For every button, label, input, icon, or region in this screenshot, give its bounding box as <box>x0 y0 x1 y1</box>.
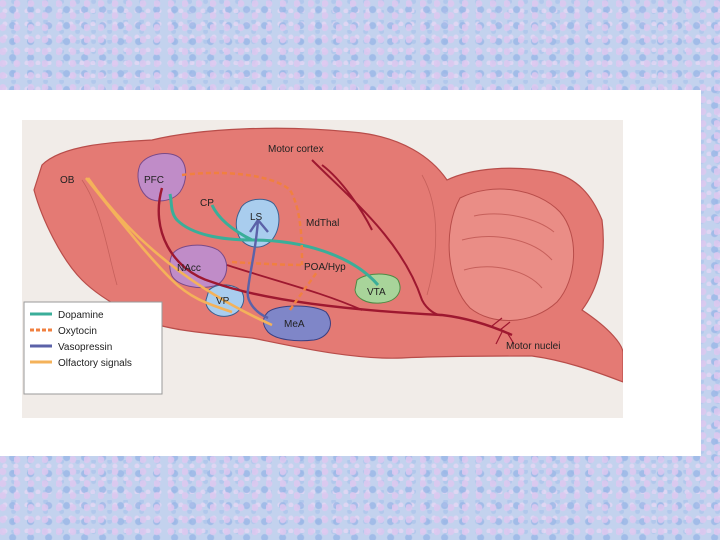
cerebellum <box>449 189 573 320</box>
label-vp: VP <box>216 296 230 307</box>
label-cp: CP <box>200 198 214 209</box>
label-mea: MeA <box>284 319 305 330</box>
legend-label-dopamine: Dopamine <box>58 310 104 321</box>
slide-panel: Dopamine Oxytocin Vasopressin Olfactory … <box>0 90 701 456</box>
label-vta: VTA <box>367 287 386 298</box>
brain-diagram-figure: Dopamine Oxytocin Vasopressin Olfactory … <box>22 120 623 418</box>
label-nacc: NAcc <box>177 263 201 274</box>
label-ob: OB <box>60 175 75 186</box>
legend-label-vasopressin: Vasopressin <box>58 342 112 353</box>
legend-label-oxytocin: Oxytocin <box>58 326 97 337</box>
label-poahyp: POA/Hyp <box>304 262 346 273</box>
label-ls: LS <box>250 212 263 223</box>
legend-label-olfactory: Olfactory signals <box>58 358 132 369</box>
label-motor-cortex: Motor cortex <box>268 144 324 155</box>
brain-diagram: Dopamine Oxytocin Vasopressin Olfactory … <box>22 120 623 418</box>
label-pfc: PFC <box>144 175 164 186</box>
label-mdthal: MdThal <box>306 218 339 229</box>
label-motor-nuclei: Motor nuclei <box>506 341 560 352</box>
